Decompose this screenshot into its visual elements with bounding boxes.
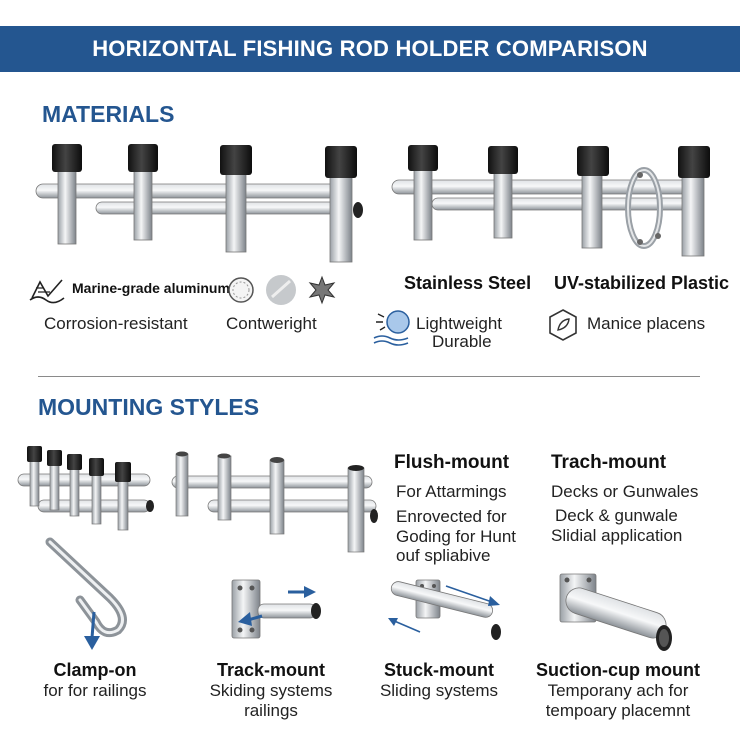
stainless-feature-1: Lightweight — [416, 314, 503, 333]
clamp-on-label: Clamp-on — [53, 660, 137, 680]
trach-mount-line-3: Slidial application — [551, 526, 683, 545]
trach-mount-label: Trach-mount — [551, 452, 667, 473]
aluminum-label: Marine-grade aluminum — [72, 280, 230, 296]
plastic-feature-1: Manice placens — [587, 314, 706, 333]
track-mount-line-1: Skiding systems — [209, 681, 333, 700]
aluminum-feature-1: Corrosion-resistant — [44, 314, 188, 333]
stainless-feature-2: Durable — [432, 332, 492, 351]
trach-mount-line-1: Decks or Gunwales — [551, 482, 699, 501]
trach-mount-line-2: Deck & gunwale — [555, 506, 678, 525]
stainless-label: Stainless Steel — [404, 273, 532, 293]
gauge-icon — [228, 277, 254, 303]
wave-boat-icon — [29, 279, 65, 304]
suction-cup-mount-line-2: tempoary placemnt — [545, 701, 691, 720]
flush-mount-line-4: ouf spliabive — [396, 546, 491, 565]
track-mount-line-2: railings — [244, 701, 298, 720]
clamp-on-line-1: for for railings — [43, 681, 147, 700]
page-title: HORIZONTAL FISHING ROD HOLDER COMPARISON — [92, 36, 648, 61]
stainless-rod-holder-illustration — [391, 145, 710, 257]
track-mount-label: Track-mount — [216, 660, 326, 680]
disc-icon — [266, 275, 296, 305]
flush-mount-label: Flush-mount — [394, 452, 510, 473]
four-tube-holder-illustration — [171, 451, 378, 553]
shield-leaf-icon — [549, 309, 577, 341]
clamp-on-illustration — [45, 537, 127, 650]
starburst-icon — [308, 275, 336, 305]
sun-water-icon — [373, 310, 410, 346]
plastic-label: UV-stabilized Plastic — [554, 273, 730, 293]
stuck-mount-label: Stuck-mount — [384, 660, 494, 680]
suction-cup-mount-illustration — [559, 573, 672, 651]
flush-mount-line-3: Goding for Hunt — [396, 527, 517, 546]
materials-heading: MATERIALS — [42, 101, 175, 127]
section-divider — [38, 376, 700, 377]
aluminum-feature-2: Contweright — [226, 314, 317, 333]
suction-cup-mount-label: Suction-cup mount — [536, 660, 700, 680]
stuck-mount-line-1: Sliding systems — [379, 681, 499, 700]
flush-mount-line-1: For Attarmings — [396, 482, 507, 501]
mounting-heading: MOUNTING STYLES — [38, 394, 260, 420]
stuck-mount-illustration — [388, 579, 501, 640]
suction-cup-mount-line-1: Temporany ach for — [547, 681, 689, 700]
flush-mount-line-2: Enrovected for — [396, 507, 507, 526]
header-banner — [0, 26, 740, 72]
aluminum-rod-holder-illustration — [35, 144, 363, 263]
track-mount-illustration — [231, 579, 321, 639]
five-tube-holder-illustration — [17, 446, 154, 531]
